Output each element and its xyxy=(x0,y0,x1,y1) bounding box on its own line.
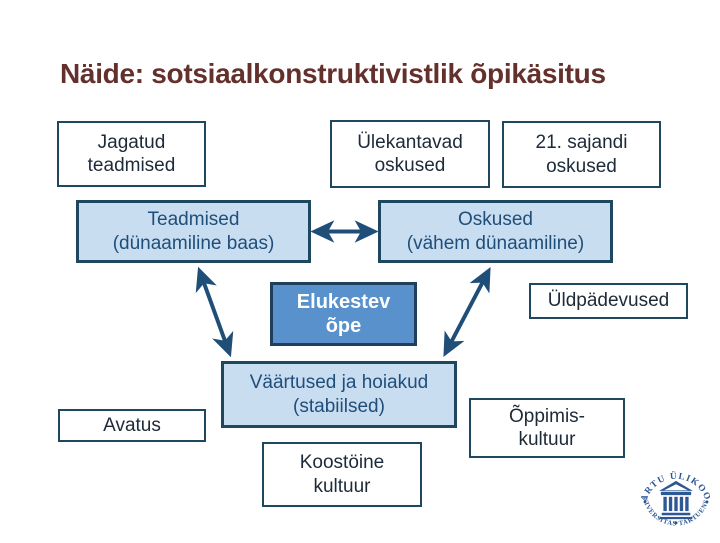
box-oppimis-kultuur: Õppimis- kultuur xyxy=(469,398,625,458)
box-ulekantavad-oskused: Ülekantavad oskused xyxy=(330,120,490,188)
box-21-sajandi-oskused: 21. sajandi oskused xyxy=(502,121,661,188)
svg-text:TARTU ÜLIKOOL: TARTU ÜLIKOOL xyxy=(634,459,714,503)
box-uldpadevused: Üldpädevused xyxy=(529,283,688,319)
box-avatus: Avatus xyxy=(58,409,206,442)
box-elukestev-ope: Elukestev õpe xyxy=(270,282,417,346)
logo-top-text: TARTU ÜLIKOOL xyxy=(634,459,712,503)
box-vaartused-ja-hoiakud: Väärtused ja hoiakud (stabiilsed) xyxy=(221,361,457,428)
university-building-icon xyxy=(643,480,709,525)
double-arrow-oskused-vaartused xyxy=(443,267,491,357)
box-jagatud-teadmised: Jagatud teadmised xyxy=(57,121,206,187)
box-koostoine-kultuur: Koostöine kultuur xyxy=(262,442,422,507)
box-oskused-vahem-dunaamiline: Oskused (vähem dünaamiline) xyxy=(378,200,613,263)
box-teadmised-dunaamiline-baas: Teadmised (dünaamiline baas) xyxy=(76,200,311,263)
university-of-tartu-logo: TARTU ÜLIKOOL UNIVERSITAS TARTUENSIS xyxy=(634,459,714,528)
double-arrow-teadmised-vaartused xyxy=(195,266,234,358)
slide-title: Näide: sotsiaalkonstruktivistlik õpikäsi… xyxy=(60,58,606,89)
